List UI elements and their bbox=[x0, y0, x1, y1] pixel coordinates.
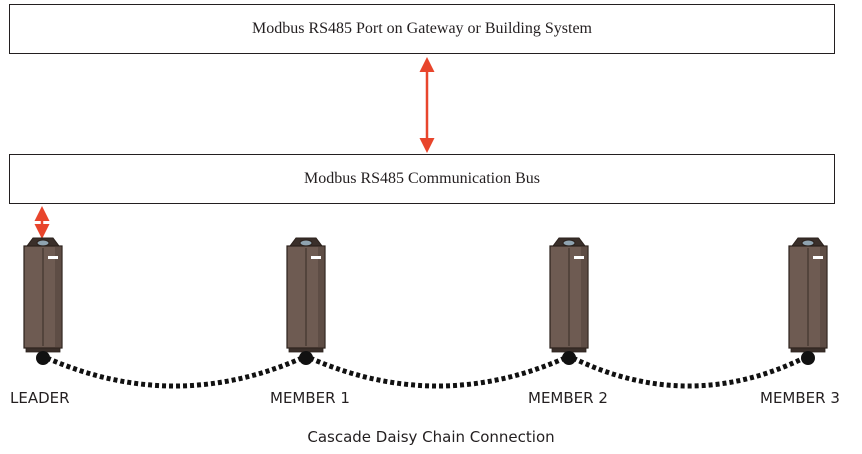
boiler-unit-leader bbox=[23, 237, 63, 365]
gateway-port-box: Modbus RS485 Port on Gateway or Building… bbox=[9, 4, 835, 54]
daisy-chain-cable-2 bbox=[308, 355, 567, 389]
communication-bus-box: Modbus RS485 Communication Bus bbox=[9, 154, 835, 204]
communication-bus-label: Modbus RS485 Communication Bus bbox=[303, 170, 541, 187]
diagram-caption: Cascade Daisy Chain Connection bbox=[307, 428, 555, 446]
daisy-chain-cable-3 bbox=[571, 355, 806, 389]
daisy-chain-cable-1 bbox=[45, 355, 304, 389]
boiler-unit-member-3 bbox=[788, 237, 828, 365]
unit-label-leader: LEADER bbox=[10, 389, 70, 407]
unit-label-member-2: MEMBER 2 bbox=[528, 389, 608, 407]
boiler-unit-member-1 bbox=[286, 237, 326, 365]
unit-label-member-1: MEMBER 1 bbox=[270, 389, 350, 407]
boiler-unit-member-2 bbox=[549, 237, 589, 365]
unit-label-member-3: MEMBER 3 bbox=[760, 389, 840, 407]
gateway-port-label: Modbus RS485 Port on Gateway or Building… bbox=[251, 20, 592, 37]
